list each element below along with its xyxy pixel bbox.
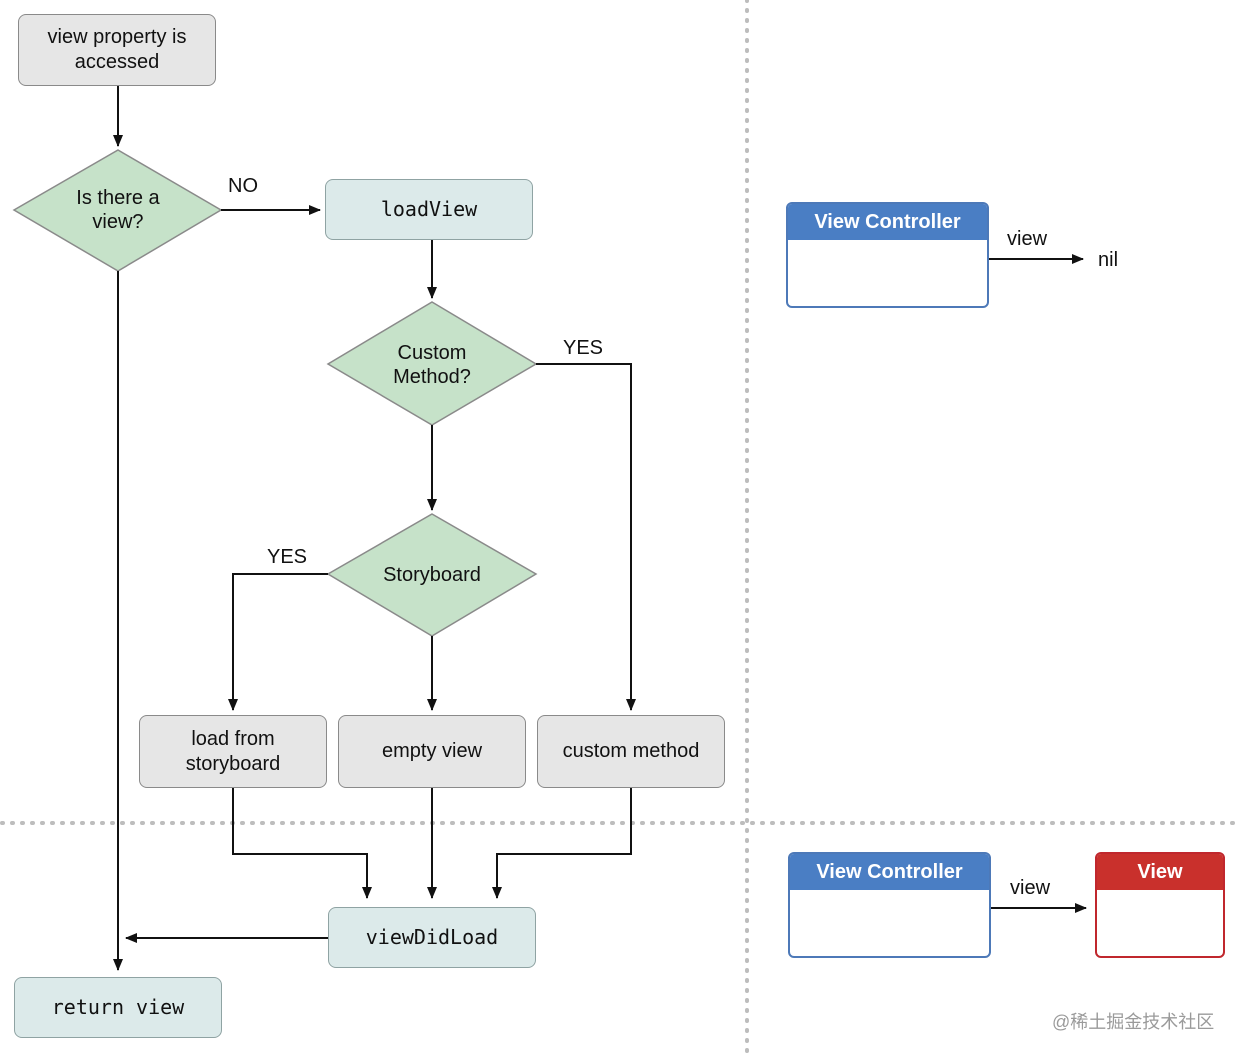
arrow-custom-yes	[536, 363, 636, 711]
arrow-load-to-didload	[232, 788, 372, 899]
view-controller-card-top: View Controller	[786, 202, 989, 308]
return-view-box: return view	[14, 977, 222, 1038]
view-property-label-top: view	[1007, 228, 1048, 250]
load-from-storyboard-box: load from storyboard	[139, 715, 327, 788]
load-from-storyboard-text: load from storyboard	[185, 727, 281, 775]
loadview-box: loadView	[325, 179, 533, 240]
view-card-title: View	[1097, 854, 1223, 890]
view-controller-card-bottom: View Controller	[788, 852, 991, 958]
custom-method-box: custom method	[537, 715, 725, 788]
storyboard-question-label: Storyboard	[383, 564, 481, 586]
view-accessed-text: view property is accessed	[47, 26, 187, 73]
loadview-text: loadView	[380, 197, 478, 221]
arrow-custom-to-didload	[492, 788, 632, 899]
view-controller-title-bottom: View Controller	[790, 854, 989, 890]
watermark-text: @稀土掘金技术社区	[1052, 1012, 1215, 1032]
view-accessed-box: view property is accessed	[18, 14, 216, 86]
viewdidload-text: viewDidLoad	[365, 925, 499, 949]
custom-method-text: custom method	[562, 740, 700, 762]
nil-value-label: nil	[1098, 249, 1119, 271]
viewdidload-box: viewDidLoad	[328, 907, 536, 968]
arrow-storyboard-yes	[228, 573, 328, 711]
view-controller-title-top: View Controller	[788, 204, 987, 240]
no-label: NO	[228, 175, 258, 197]
empty-view-text: empty view	[381, 740, 483, 762]
view-property-label-bottom: view	[1010, 877, 1051, 899]
return-view-text: return view	[51, 995, 185, 1019]
custom-method-question-label: Custom Method?	[393, 342, 471, 388]
yes-label-storyboard: YES	[267, 546, 308, 568]
yes-label-custom: YES	[563, 337, 604, 359]
empty-view-box: empty view	[338, 715, 526, 788]
view-card: View	[1095, 852, 1225, 958]
is-there-view-label: Is there a view?	[76, 187, 160, 233]
